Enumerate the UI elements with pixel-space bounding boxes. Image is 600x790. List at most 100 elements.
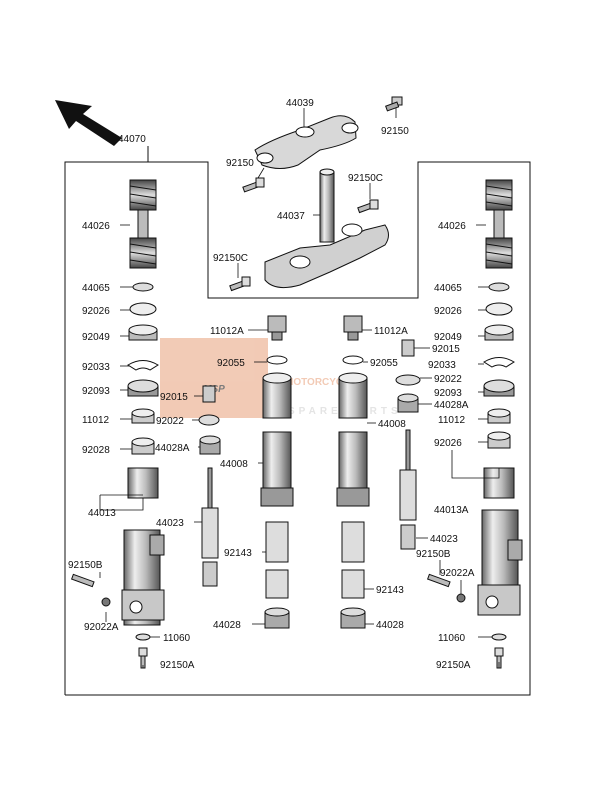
label-11060-right: 11060: [438, 633, 466, 644]
outer-tube-44013-left: [121, 467, 165, 626]
washer-44065-right: [488, 282, 510, 292]
label-44070: 44070: [118, 134, 146, 145]
bushing-11012-right: [487, 408, 511, 424]
label-92093-right: 92093: [434, 388, 462, 399]
collar-92015-right: [401, 339, 415, 357]
label-92033-right: 92033: [428, 360, 456, 371]
washer-11060-left: [135, 633, 151, 641]
label-92049-left: 92049: [82, 332, 110, 343]
watermark-line1: MOTORCYCLE: [285, 377, 356, 388]
steering-stem: [264, 168, 389, 289]
upper-bracket: [254, 115, 359, 169]
label-92022A-left: 92022A: [84, 622, 119, 633]
label-44065-left: 44065: [82, 283, 110, 294]
label-44037: 44037: [277, 211, 305, 222]
label-92028-left: 92028: [82, 445, 110, 456]
label-92026-left: 92026: [82, 306, 110, 317]
clip-92033-left: [127, 360, 159, 371]
label-44026-right: 44026: [438, 221, 466, 232]
label-92026-right-2: 92026: [434, 438, 462, 449]
label-44023-right: 44023: [430, 534, 458, 545]
label-92150C-left: 92150C: [213, 253, 248, 264]
damper-rod-44023-left: [201, 467, 219, 587]
spacer-92143-right: [341, 521, 365, 599]
label-44065-right: 44065: [434, 283, 462, 294]
oring-92055-right: [342, 355, 364, 365]
washer-11060-right: [491, 633, 507, 641]
piston-44028A-right: [397, 393, 419, 413]
seal-92093-left: [127, 379, 159, 397]
outer-tube-44013A-right: [477, 467, 523, 616]
piston-44028A-left: [199, 435, 221, 455]
ring-92026-left: [129, 302, 157, 316]
label-92150-mid: 92150: [226, 158, 254, 169]
label-44013-left: 44013: [88, 508, 116, 519]
washer-92022A-left: [101, 597, 111, 607]
washer-92022A-right: [456, 593, 466, 603]
label-11012-right: 11012: [438, 415, 466, 426]
label-92143-left: 92143: [224, 548, 252, 559]
leader-lines: [99, 108, 500, 668]
seal-92049-left: [128, 324, 158, 341]
front-direction-arrow: [55, 100, 122, 146]
spring-right: [485, 179, 513, 269]
label-44028A-right: 44028A: [434, 400, 469, 411]
inner-tube-44008-right: [336, 372, 370, 507]
label-92015-left: 92015: [160, 392, 188, 403]
label-92150A-left: 92150A: [160, 660, 195, 671]
seal-92093-right: [483, 379, 515, 397]
label-44028A-left: 44028A: [155, 443, 190, 454]
label-44008-left: 44008: [220, 459, 248, 470]
inner-tube-44008-left: [260, 372, 294, 507]
bolt-92150C-left: [229, 276, 251, 292]
bolt-92150-top: [385, 96, 403, 112]
label-92150C-right: 92150C: [348, 173, 383, 184]
bushing-92028-left: [131, 437, 155, 455]
seat-44028-right: [340, 607, 366, 629]
label-92055-right: 92055: [370, 358, 398, 369]
label-11012A-right: 11012A: [374, 326, 408, 337]
assembly-frame: [64, 161, 531, 696]
bolt-92150B-right: [426, 573, 451, 588]
label-44028-right: 44028: [376, 620, 404, 631]
damper-rod-44023-right: [399, 429, 417, 550]
label-92150B-right: 92150B: [416, 549, 451, 560]
washer-92022-left: [198, 414, 220, 426]
clip-92033-right: [483, 357, 515, 368]
label-92015-right: 92015: [432, 344, 460, 355]
label-92093-left: 92093: [82, 386, 110, 397]
label-44039: 44039: [286, 98, 314, 109]
label-92150-top: 92150: [381, 126, 409, 137]
label-44013A-right: 44013A: [434, 505, 469, 516]
seal-92049-right: [484, 324, 514, 341]
spacer-92143-left: [265, 521, 289, 599]
bushing-11012-left: [131, 408, 155, 424]
label-11012A-left: 11012A: [210, 326, 244, 337]
cap-11012A-right: [343, 315, 363, 341]
bolt-92150B-left: [70, 573, 95, 588]
bolt-92150-mid: [242, 177, 265, 193]
label-44023-left: 44023: [156, 518, 184, 529]
label-92055-left: 92055: [217, 358, 245, 369]
spring-left: [129, 179, 157, 269]
label-92022-left: 92022: [156, 416, 184, 427]
bolt-92150C-right: [357, 199, 379, 214]
label-44008-right: 44008: [378, 419, 406, 430]
washer-92022-right: [395, 374, 421, 386]
watermark-logo-box: [160, 338, 268, 418]
seat-44028-left: [264, 607, 290, 629]
label-92033-left: 92033: [82, 362, 110, 373]
label-92150B-left: 92150B: [68, 560, 103, 571]
label-44026-left: 44026: [82, 221, 110, 232]
oring-92055-left: [266, 355, 288, 365]
label-92143-right: 92143: [376, 585, 404, 596]
label-92150A-right: 92150A: [436, 660, 471, 671]
collar-92015-left: [202, 385, 216, 403]
label-92022A-right: 92022A: [440, 568, 475, 579]
label-92022-right: 92022: [434, 374, 462, 385]
ring-92026-right: [485, 302, 513, 316]
label-92049-right: 92049: [434, 332, 462, 343]
label-11012-left: 11012: [82, 415, 110, 426]
label-44028-left: 44028: [213, 620, 241, 631]
